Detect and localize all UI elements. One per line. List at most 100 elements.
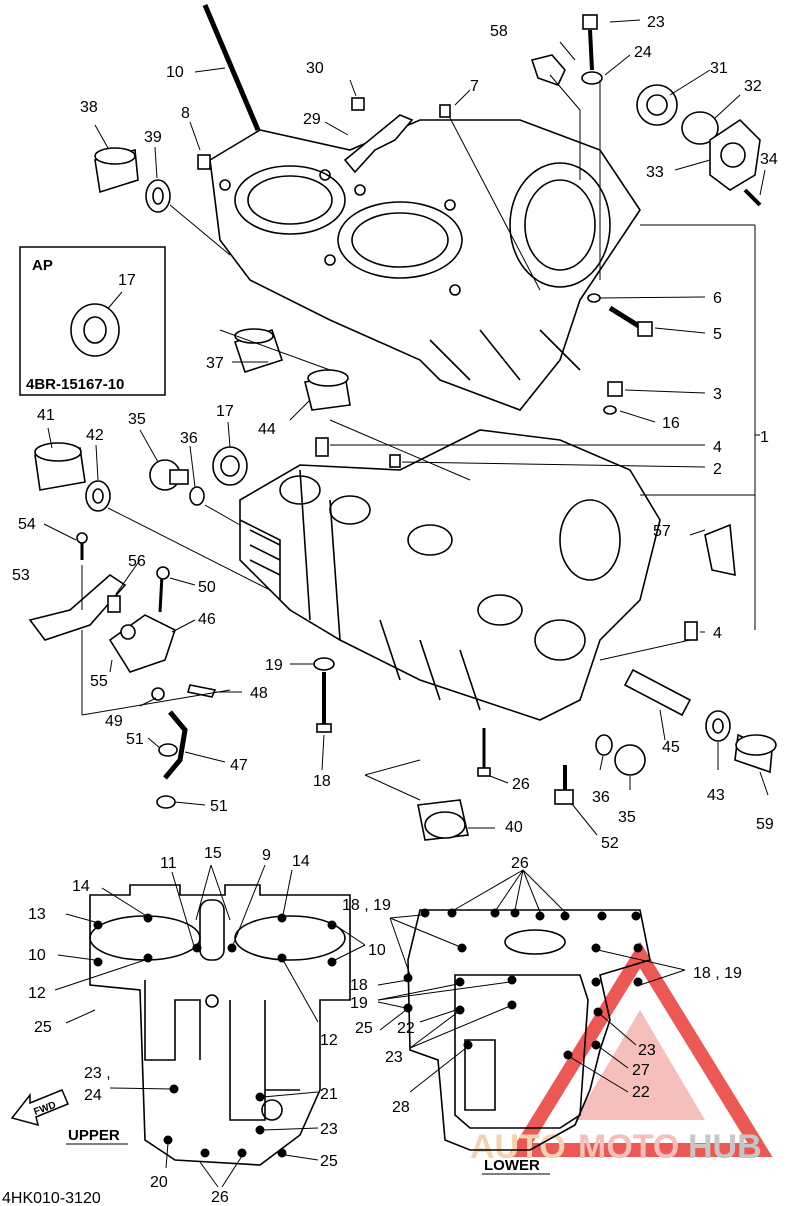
lower-label-22a: 22 [397,1020,415,1037]
pipe-45 [623,668,692,717]
label-48: 48 [250,685,268,702]
oring-36a [189,486,205,506]
lower-bolt-diagram: 26 18 , 19 18 , 19 18 19 22 22 23 23 25 … [342,855,742,1151]
label-51a: 51 [126,731,144,748]
label-59: 59 [756,816,774,833]
label-8: 8 [181,105,190,122]
label-46: 46 [198,611,216,628]
label-43: 43 [707,787,725,804]
bolt-34 [743,188,762,207]
diagram-code: 4HK010-3120 [2,1190,101,1206]
bolt-50 [156,566,170,613]
lower-label-23b: 23 [638,1042,656,1059]
label-4c: 4 [713,625,722,642]
upper-bolt-diagram: 9 10 10 11 12 12 13 14 14 15 20 21 23 23… [28,845,386,1206]
label-49: 49 [105,713,123,730]
upper-label-20: 20 [150,1174,168,1191]
label-23: 23 [647,14,665,31]
lower-label-28: 28 [392,1099,410,1116]
lower-label-18: 18 [350,977,368,994]
oil-seal-17 [212,446,248,486]
label-1: 1 [760,429,769,446]
label-41: 41 [37,407,55,424]
lower-label-22b: 22 [632,1084,650,1101]
pipe-47 [163,710,188,780]
part-labels: 1 2 3 4 4 5 6 7 8 10 16 17 18 19 23 24 2… [12,14,778,852]
label-6: 6 [713,290,722,307]
upper-label-10a: 10 [28,947,46,964]
watermark-logo: AUTO MOTO HUB [470,941,773,1166]
label-44: 44 [258,421,276,438]
upper-label-23-24a: 23 , [84,1065,111,1082]
label-36b: 36 [592,789,610,806]
oring-36b [595,734,613,756]
plug-7 [439,104,451,118]
oring-32 [681,111,719,145]
label-36a: 36 [180,430,198,447]
fwd-arrow-icon: FWD [10,1089,69,1127]
sleeve-44 [304,369,351,411]
label-34: 34 [760,151,778,168]
upper-label-25b: 25 [320,1153,338,1170]
bracket-57 [704,523,736,577]
label-7: 7 [470,78,479,95]
upper-label-26: 26 [211,1189,229,1206]
label-30: 30 [306,60,324,77]
label-29: 29 [303,111,321,128]
upper-label-12b: 12 [320,1032,338,1049]
label-58: 58 [490,23,508,40]
upper-label-9: 9 [262,847,271,864]
nut-51a [158,743,178,757]
upper-label-23-24b: 24 [84,1087,102,1104]
label-18: 18 [313,773,331,790]
ap-title: AP [32,257,53,274]
upper-label-12a: 12 [28,985,46,1002]
upper-label-14b: 14 [292,853,310,870]
leader-lines [43,19,769,836]
label-37: 37 [206,355,224,372]
sensor-52 [554,765,574,805]
label-26: 26 [512,776,530,793]
dowel-4a [315,437,329,457]
sleeve-59 [734,733,777,774]
upper-crankcase [209,119,641,411]
label-53: 53 [12,567,30,584]
label-3: 3 [713,386,722,403]
lower-label-19: 19 [350,995,368,1012]
bolt-30 [351,97,365,111]
part-58 [530,54,566,86]
washer-43 [705,710,731,742]
label-54: 54 [18,516,36,533]
plug-56 [107,595,121,613]
upper-label-13: 13 [28,906,46,923]
dowel-4c [684,621,698,641]
label-56: 56 [128,553,146,570]
ap-part-label: 17 [118,272,136,289]
label-57: 57 [653,523,671,540]
upper-label-21: 21 [320,1086,338,1103]
watermark-hub: HUB [688,1128,762,1166]
bolt-54 [76,532,88,560]
label-35a: 35 [128,411,146,428]
union-bolt-5 [608,305,653,337]
upper-label: UPPER [68,1127,120,1144]
bolt-23 [582,14,598,71]
label-16: 16 [662,415,680,432]
lower-label-23a: 23 [385,1049,403,1066]
label-39: 39 [144,129,162,146]
label-47: 47 [230,757,248,774]
label-40: 40 [505,819,523,836]
label-38: 38 [80,99,98,116]
upper-label-14a: 14 [72,878,90,895]
upper-label-10b: 10 [368,942,386,959]
label-50: 50 [198,579,216,596]
bracket-29 [343,114,414,174]
sleeve-41 [34,442,86,491]
plug-35b [614,744,646,776]
cover-46 [108,614,176,673]
stud-bolt-10 [202,4,261,131]
lower-crankcase [239,429,661,721]
watermark-auto: AUTO [470,1128,566,1166]
